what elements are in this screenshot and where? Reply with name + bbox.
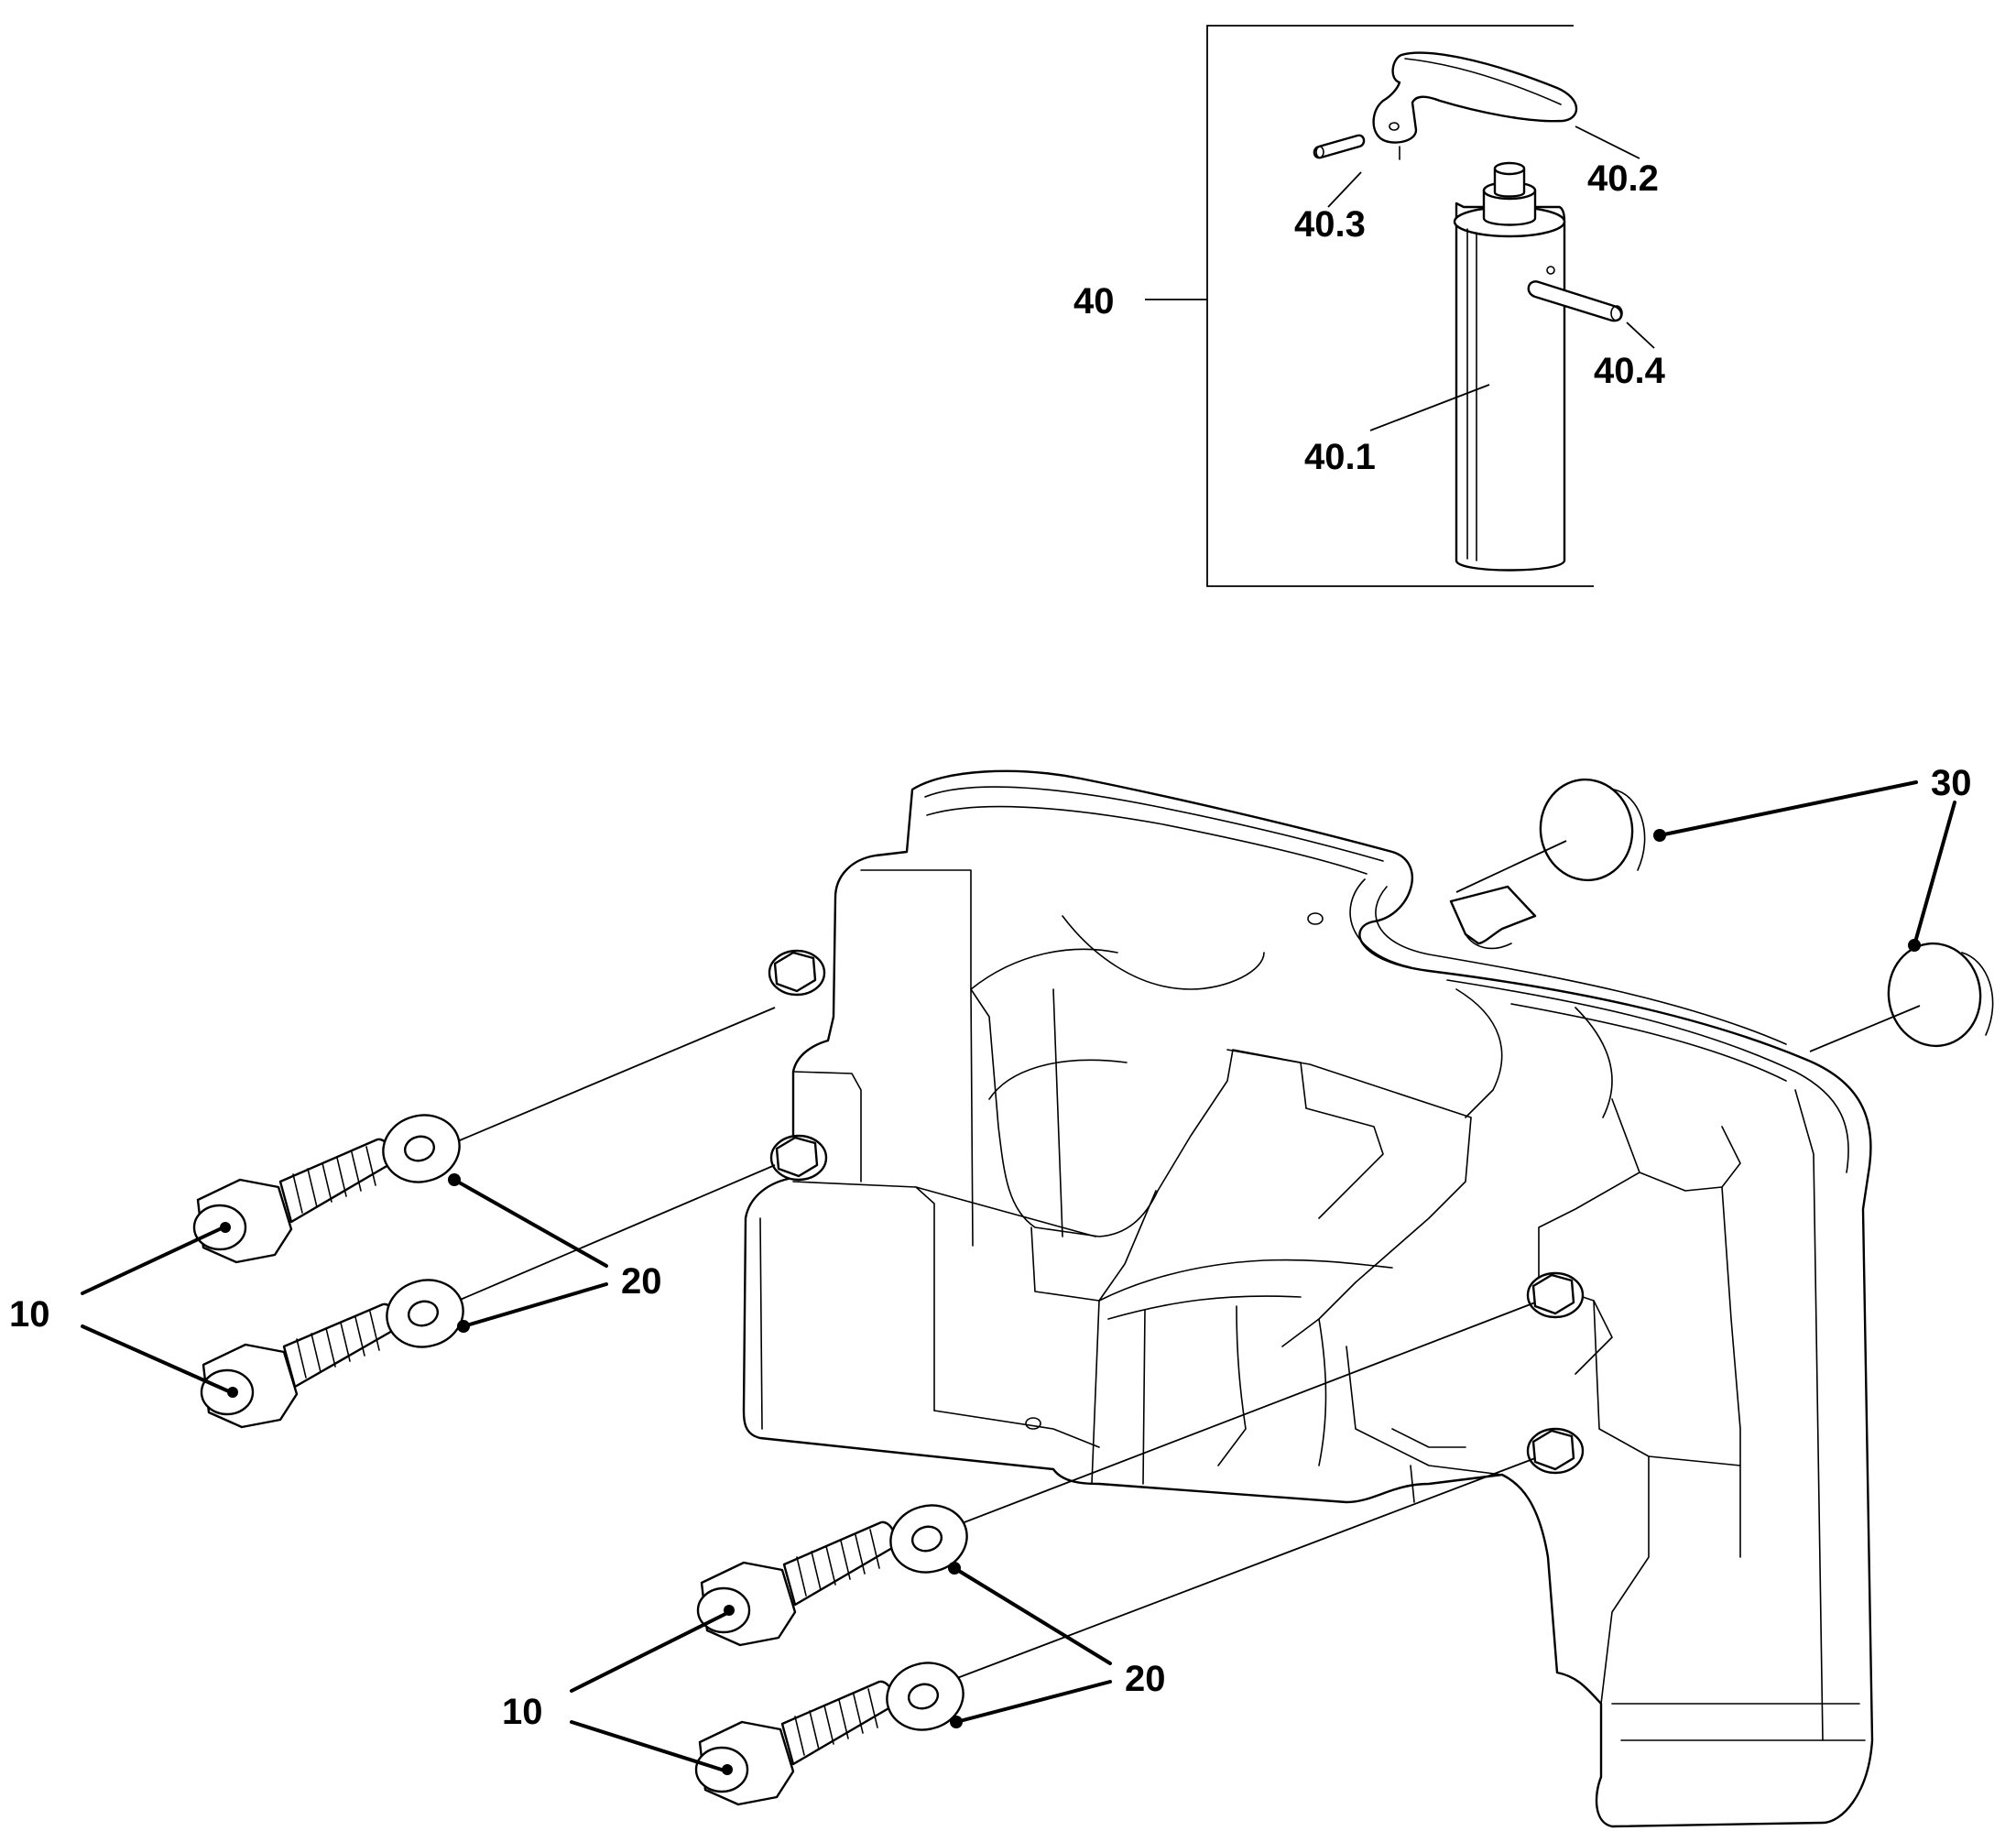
washer-bottom-upper <box>889 1504 968 1574</box>
leader-20-bottom-lower <box>954 1680 1112 1724</box>
detail-inset-box <box>1206 25 1594 587</box>
leader-20-left-lower <box>462 1282 608 1328</box>
plug-upper-axis <box>1455 840 1567 893</box>
washer-left-lower <box>386 1279 464 1348</box>
leader-40-1 <box>1369 384 1490 431</box>
callout-40: 40 <box>1073 281 1115 322</box>
callout-10-bottom: 10 <box>502 1692 543 1732</box>
medium-pin-part <box>1527 280 1623 322</box>
bolt-bottom-upper <box>696 1520 897 1647</box>
callout-30: 30 <box>1931 763 1972 803</box>
bracket-nut-lower-right <box>1526 1427 1585 1475</box>
axis-left-lower <box>457 1164 776 1302</box>
washer-left-upper <box>382 1114 461 1183</box>
axis-bottom-upper <box>944 1302 1536 1531</box>
leader-40-4 <box>1626 322 1655 349</box>
t-handle-part <box>1372 51 1578 160</box>
axis-bottom-lower <box>937 1457 1536 1686</box>
leader-30-upper <box>1658 780 1918 837</box>
bolt-left-upper <box>192 1138 393 1264</box>
bolt-left-lower <box>200 1302 398 1429</box>
leader-20-left-upper <box>452 1178 608 1268</box>
bracket-nut-upper-left <box>768 949 826 997</box>
leader-20-bottom-upper <box>953 1566 1112 1665</box>
callout-20-bottom: 20 <box>1125 1659 1166 1699</box>
leader-10-left-upper <box>81 1226 225 1295</box>
small-pin-part <box>1313 134 1366 159</box>
plug-lower-axis <box>1809 1005 1921 1052</box>
leader-10-bottom-upper <box>570 1612 727 1693</box>
callout-40-3: 40.3 <box>1294 204 1366 245</box>
plug-upper <box>1539 778 1646 882</box>
pin-shaft-part <box>1453 161 1566 572</box>
leader-40-3 <box>1327 171 1362 208</box>
callout-40-1: 40.1 <box>1304 437 1376 477</box>
callout-10-left: 10 <box>9 1294 50 1335</box>
callout-20-left: 20 <box>621 1261 662 1302</box>
leader-30-lower <box>1912 801 1956 947</box>
plug-lower <box>1887 942 1994 1048</box>
leader-10-left-lower <box>81 1324 233 1394</box>
bolt-bottom-lower <box>694 1680 895 1806</box>
bracket-nut-upper-right <box>1526 1271 1585 1319</box>
leader-10-bottom-lower <box>570 1720 729 1773</box>
callout-40-2: 40.2 <box>1587 158 1659 199</box>
bracket-nut-lower-left <box>769 1134 828 1182</box>
washer-bottom-lower <box>886 1662 964 1731</box>
leader-40-2 <box>1575 125 1640 159</box>
counterweight-bracket <box>742 769 1874 1828</box>
axis-left-upper <box>448 1007 776 1146</box>
callout-40-4: 40.4 <box>1594 351 1666 391</box>
